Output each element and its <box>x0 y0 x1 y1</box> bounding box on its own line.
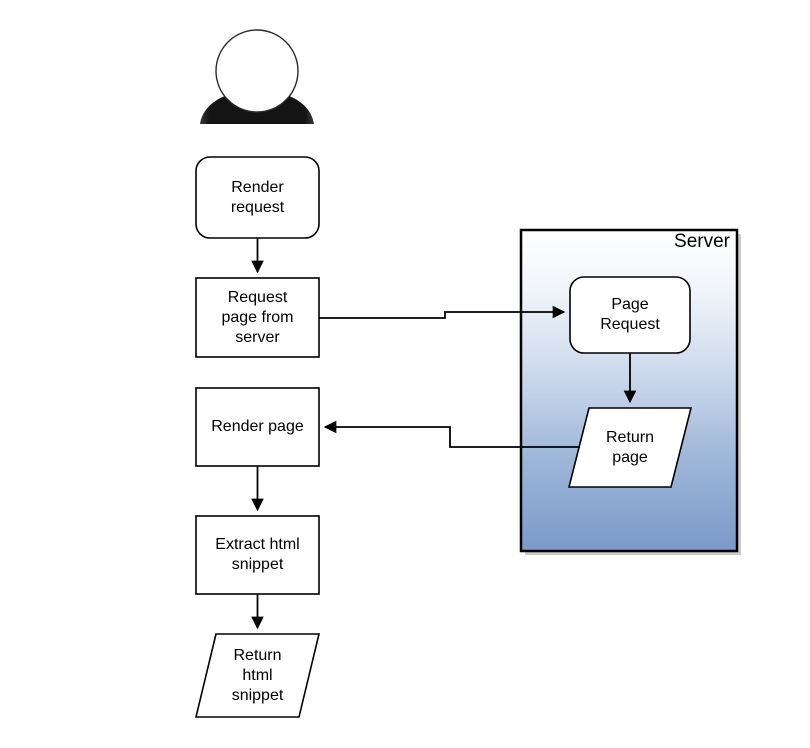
node-extract-html-shape <box>195 515 320 595</box>
actor-head <box>215 29 299 113</box>
node-page-request[interactable] <box>569 276 691 354</box>
node-render-page[interactable] <box>195 387 320 467</box>
node-render-request[interactable] <box>195 156 320 239</box>
server-container-label: Server <box>674 231 730 252</box>
node-return-page-shape <box>567 407 693 488</box>
node-return-html[interactable] <box>194 633 321 718</box>
user-actor[interactable] <box>200 29 314 124</box>
node-render-request-shape <box>195 156 320 239</box>
node-render-page-shape <box>195 387 320 467</box>
node-page-request-shape <box>569 276 691 354</box>
node-request-page-shape <box>195 277 320 358</box>
node-return-page[interactable] <box>567 407 693 488</box>
node-return-html-shape <box>194 633 321 718</box>
node-extract-html[interactable] <box>195 515 320 595</box>
edge-return-page-to-render-page <box>323 420 580 448</box>
edge-request-page-to-page-request <box>319 305 566 319</box>
node-request-page[interactable] <box>195 277 320 358</box>
